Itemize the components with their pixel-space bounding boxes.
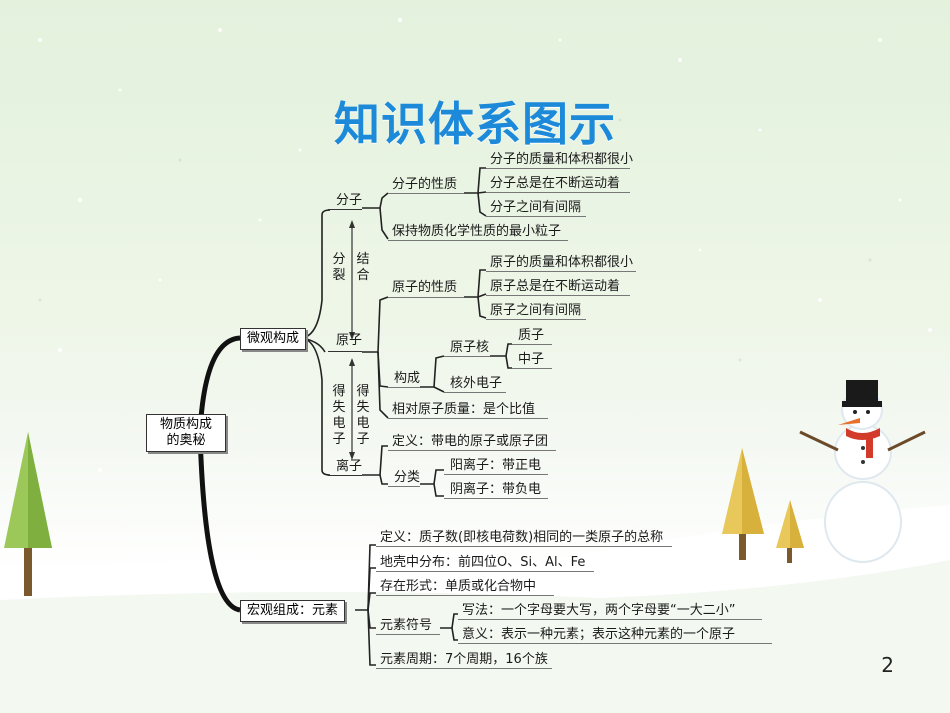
molecule-property-2: 分子总是在不断运动着 [490,176,621,191]
relative-atomic-mass: 相对原子质量：是个比值 [392,402,536,417]
tree-icon [4,432,52,596]
nucleus-part-proton: 质子 [518,328,545,343]
molecule-label: 分子 [336,193,363,208]
split-label: 分裂 [332,252,346,283]
atom-property-3: 原子之间有间隔 [490,303,582,318]
ion-classify-label: 分类 [394,470,421,485]
electron-label: 核外电子 [450,376,503,391]
atom-structure-label: 构成 [394,371,421,386]
anion: 阴离子：带负电 [450,482,542,497]
atom-property-2: 原子总是在不断运动着 [490,279,621,294]
page-title: 知识体系图示 [334,97,616,151]
root-line2: 的奥秘 [166,433,206,448]
gain-lose-electron-left: 得失电子 [332,384,346,447]
element-distribution: 地壳中分布：前四位O、Si、Al、Fe [380,555,586,570]
molecule-property-label: 分子的性质 [392,177,458,192]
page-number: 2 [881,653,894,677]
tree-icon [776,500,804,563]
element-definition: 定义：质子数(即核电荷数)相同的一类原子的总称 [380,530,664,545]
ion-definition: 定义：带电的原子或原子团 [392,434,549,449]
macro-node: 宏观组成：元素 [240,600,346,622]
gain-lose-electron-right: 得失电子 [356,384,370,447]
element-existence-form: 存在形式：单质或化合物中 [380,579,537,594]
ion-label: 离子 [336,459,363,474]
element-symbol-writing: 写法：一个字母要大写，两个字母要“一大二小” [462,603,736,618]
molecule-definition: 保持物质化学性质的最小粒子 [392,224,562,239]
micro-node: 微观构成 [240,328,307,350]
element-symbol-meaning: 意义：表示一种元素；表示这种元素的一个原子 [462,627,736,642]
nucleus-part-neutron: 中子 [518,352,545,367]
atom-property-1: 原子的质量和体积都很小 [490,255,634,270]
tree-icon [722,448,764,560]
nucleus-label: 原子核 [450,340,490,355]
root-node: 物质构成 的奥秘 [146,414,226,452]
atom-label: 原子 [336,333,363,348]
molecule-property-3: 分子之间有间隔 [490,200,582,215]
combine-label: 结合 [356,252,370,283]
root-line1: 物质构成 [159,417,212,432]
snowman-icon [799,380,926,563]
atom-property-label: 原子的性质 [392,280,458,295]
cation: 阳离子：带正电 [450,458,542,473]
element-symbol-label: 元素符号 [380,618,433,633]
molecule-property-1: 分子的质量和体积都很小 [490,152,634,167]
element-period: 元素周期：7个周期，16个族 [380,652,548,667]
